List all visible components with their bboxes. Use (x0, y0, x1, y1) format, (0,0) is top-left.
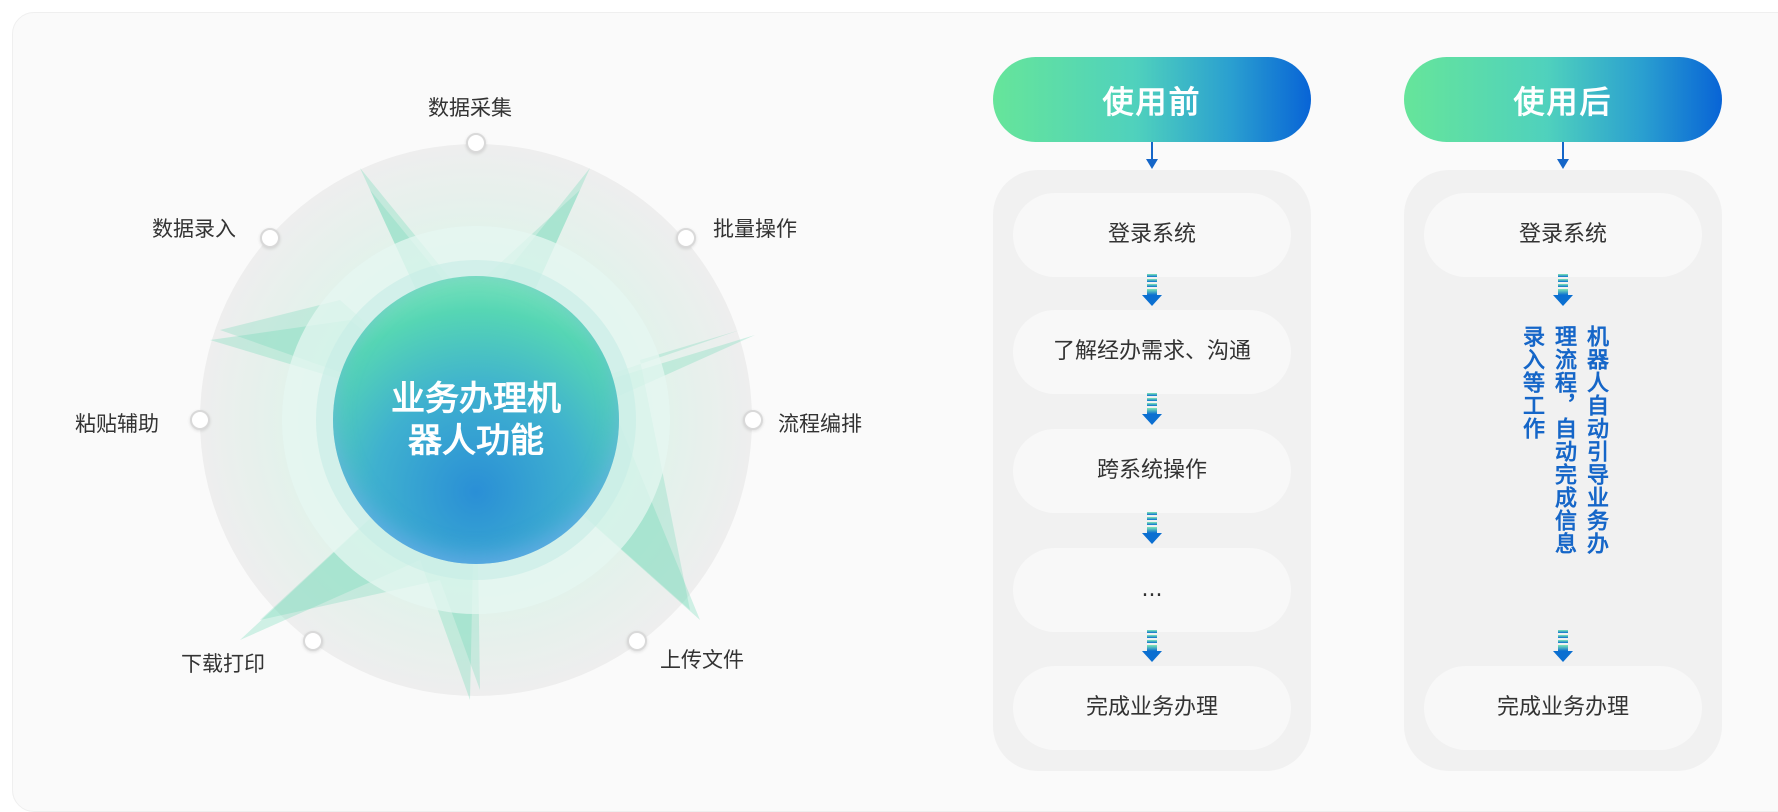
wheel-item-download-print: 下载打印 (181, 652, 265, 676)
robot-text-line: 理流程，自动完成信息 (1551, 325, 1576, 555)
node-dot (303, 631, 323, 651)
down-arrow-icon (1145, 142, 1159, 170)
wheel-center: 业务办理机器人功能 (333, 276, 619, 564)
step-arrow-icon (1142, 630, 1162, 664)
wheel-item-file-upload: 上传文件 (660, 648, 744, 672)
step-arrow-icon (1142, 393, 1162, 427)
before-step-complete: 完成业务办理 (1013, 666, 1291, 750)
after-header: 使用后 (1404, 57, 1722, 142)
robot-text-line: 录入等工作 (1519, 325, 1544, 440)
before-step-ellipsis: ... (1013, 548, 1291, 632)
robot-description: 机器人自动引导业务办 理流程，自动完成信息 录入等工作 (1404, 325, 1722, 755)
wheel-item-paste-assist: 粘贴辅助 (75, 412, 159, 436)
node-dot (190, 410, 210, 430)
node-dot (743, 410, 763, 430)
step-arrow-icon (1142, 512, 1162, 546)
before-step-cross-system: 跨系统操作 (1013, 429, 1291, 513)
wheel-item-data-entry: 数据录入 (152, 217, 236, 241)
step-arrow-icon (1553, 630, 1573, 664)
after-flow: 登录系统 机器人自动引导业务办 理流程，自动完成信息 录入等工作 完成业务办理 (1404, 170, 1722, 771)
wheel-item-process-orchestration: 流程编排 (778, 412, 862, 436)
after-step-complete: 完成业务办理 (1424, 666, 1702, 750)
down-arrow-icon (1556, 142, 1570, 170)
node-dot (260, 228, 280, 248)
node-dot (627, 631, 647, 651)
before-step-understand: 了解经办需求、沟通 (1013, 310, 1291, 394)
before-step-login: 登录系统 (1013, 193, 1291, 277)
wheel-item-batch-operation: 批量操作 (713, 217, 797, 241)
node-dot (676, 228, 696, 248)
robot-text-line: 机器人自动引导业务办 (1583, 325, 1608, 555)
star-rays (210, 168, 755, 700)
wheel-center-title: 业务办理机器人功能 (391, 379, 561, 461)
before-header: 使用前 (993, 57, 1311, 142)
step-arrow-icon (1553, 274, 1573, 308)
wheel-item-data-collection: 数据采集 (428, 96, 512, 120)
before-flow: 登录系统 了解经办需求、沟通 跨系统操作 ... 完成业务办理 (993, 170, 1311, 771)
node-dot (466, 133, 486, 153)
step-arrow-icon (1142, 274, 1162, 308)
after-step-login: 登录系统 (1424, 193, 1702, 277)
